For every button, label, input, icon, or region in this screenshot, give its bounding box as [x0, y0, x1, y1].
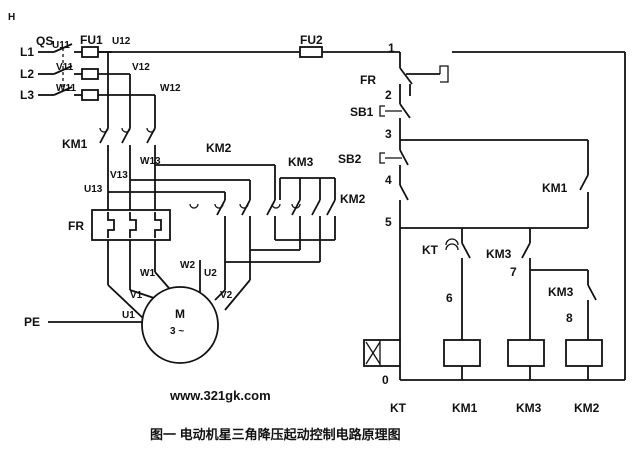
label-w1: W1: [140, 268, 155, 279]
label-km2: KM2: [206, 141, 232, 155]
coil-label-km1: KM1: [452, 401, 478, 415]
label-l1: L1: [20, 45, 34, 59]
power-circuit: [38, 43, 336, 364]
label-v12: V12: [132, 62, 150, 73]
label-fu1: FU1: [80, 33, 103, 47]
label-w11: W11: [56, 83, 76, 94]
label-km1: KM1: [62, 137, 88, 151]
label-w13: W13: [140, 156, 161, 167]
node-2: 2: [385, 88, 392, 102]
label-v13: V13: [110, 170, 128, 181]
label-v1: V1: [130, 290, 143, 301]
label-sb1: SB1: [350, 105, 374, 119]
label-motor: M: [175, 307, 185, 321]
motor: [141, 286, 219, 364]
coil-label-km2: KM2: [574, 401, 600, 415]
fu2-fuse: [299, 46, 323, 58]
label-w2: W2: [180, 260, 195, 271]
node-6: 6: [446, 291, 453, 305]
coil-km2: [565, 339, 603, 367]
label-km3-nc: KM3: [548, 285, 574, 299]
label-w12: W12: [160, 83, 181, 94]
coil-kt: [363, 339, 401, 367]
label-fu2: FU2: [300, 33, 323, 47]
corner-mark: H: [8, 12, 15, 23]
label-fr-left: FR: [68, 219, 84, 233]
node-5: 5: [385, 215, 392, 229]
label-u2: U2: [204, 268, 217, 279]
label-sb2: SB2: [338, 152, 362, 166]
label-v2: V2: [220, 290, 233, 301]
site-watermark: www.321gk.com: [169, 388, 271, 403]
fu1-fuse-3: [81, 89, 99, 101]
label-kt-contact: KT: [422, 243, 439, 257]
label-u13: U13: [84, 184, 103, 195]
label-pe: PE: [24, 315, 40, 329]
label-l2: L2: [20, 67, 34, 81]
label-l3: L3: [20, 88, 34, 102]
coil-km1: [443, 339, 481, 367]
label-km2-right: KM2: [340, 192, 366, 206]
node-8: 8: [566, 311, 573, 325]
control-circuit: [299, 46, 626, 381]
node-4: 4: [385, 173, 392, 187]
fu1-fuse-2: [81, 68, 99, 80]
label-km3-contact: KM3: [486, 247, 512, 261]
fu1-fuse-1: [81, 46, 99, 58]
label-u1: U1: [122, 310, 135, 321]
node-7: 7: [510, 265, 517, 279]
label-km1-right: KM1: [542, 181, 568, 195]
label-v11: V11: [56, 62, 74, 73]
figure-caption: 图一 电动机星三角降压起动控制电路原理图: [150, 427, 401, 442]
label-km3: KM3: [288, 155, 314, 169]
coil-label-km3: KM3: [516, 401, 542, 415]
node-0: 0: [382, 373, 389, 387]
coil-label-kt: KT: [390, 401, 407, 415]
fr-thermal-relay: [91, 209, 171, 241]
label-fr-right: FR: [360, 73, 376, 87]
label-motor-sub: 3 ~: [170, 326, 184, 337]
node-1: 1: [388, 41, 395, 55]
label-u12: U12: [112, 36, 131, 47]
label-qs: QS: [36, 34, 53, 48]
coil-km3: [507, 339, 545, 367]
label-u11: U11: [52, 40, 70, 51]
qs-blade-2: [53, 65, 73, 75]
node-3: 3: [385, 127, 392, 141]
